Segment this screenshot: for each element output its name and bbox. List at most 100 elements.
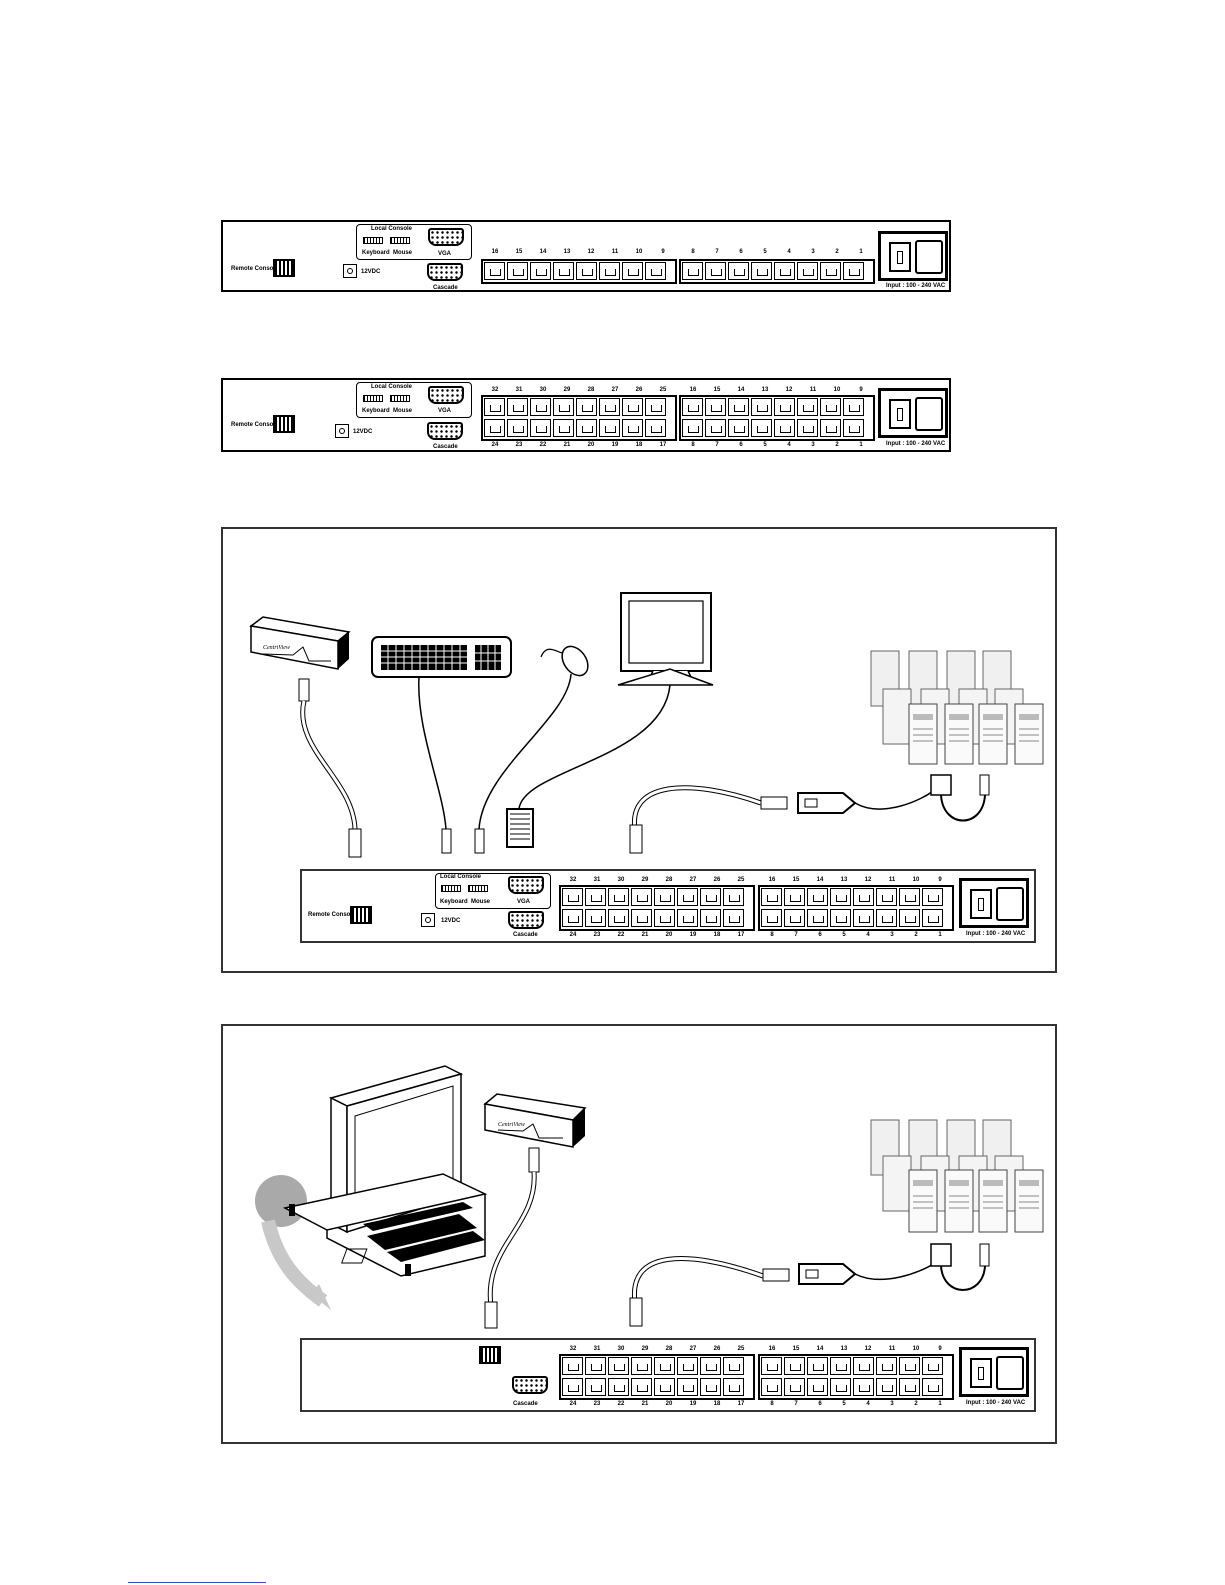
cascade-label: Cascade xyxy=(433,285,458,291)
kvm-32-port-panel-diagram1: Remote Console Local Console Keyboard Mo… xyxy=(300,869,1036,943)
vga-label: VGA xyxy=(517,899,531,905)
remote-console-label: Remote Console xyxy=(231,422,279,428)
cascade-port xyxy=(427,422,463,440)
server-stack-icon xyxy=(870,1119,1044,1233)
port-group-a xyxy=(559,1354,755,1400)
footer-rule xyxy=(128,1582,266,1583)
dc-label: 12VDC xyxy=(353,429,373,435)
local-console-box xyxy=(356,224,472,260)
cascade-port xyxy=(512,1376,548,1394)
ports-top-a xyxy=(484,398,666,416)
diagram1-drawing: CentriView xyxy=(249,592,1044,858)
vga-port xyxy=(428,228,464,246)
mouse-label: Mouse xyxy=(471,899,491,905)
ports-bottom-a xyxy=(562,909,744,927)
cascade-label: Cascade xyxy=(433,444,458,450)
dc-power-jack xyxy=(343,264,357,278)
vga-port xyxy=(428,386,464,404)
dc-power-jack xyxy=(335,424,349,438)
ac-inlet-icon xyxy=(996,1356,1024,1390)
mouse-port xyxy=(468,885,488,892)
keyboard-label: Keyboard xyxy=(362,250,390,256)
diagram2-drawing: CentriView xyxy=(255,1065,1044,1329)
ports-top-a xyxy=(562,888,744,906)
power-switch-icon xyxy=(970,1358,992,1388)
mouse-label: Mouse xyxy=(393,408,413,414)
port-group-b xyxy=(758,1354,954,1400)
monitor-icon xyxy=(506,592,714,848)
connection-diagram-local-console: CentriView xyxy=(221,527,1057,973)
dc-label: 12VDC xyxy=(441,918,461,924)
remote-console-label: Remote Console xyxy=(308,912,356,918)
port-group-b xyxy=(758,885,954,931)
kvm-32-port-rear-panel: Remote Console Local Console Keyboard Mo… xyxy=(221,378,951,452)
ac-inlet-icon xyxy=(915,240,943,274)
power-inlet xyxy=(878,231,948,281)
cpu-module-icon xyxy=(629,1243,990,1327)
ports-a xyxy=(484,262,666,280)
ports-top-b xyxy=(761,888,943,906)
keyboard-port xyxy=(441,885,461,892)
keyboard-label: Keyboard xyxy=(362,408,390,414)
mouse-icon xyxy=(474,645,589,854)
local-console-box xyxy=(356,382,472,418)
remote-console-port xyxy=(273,415,295,433)
ac-inlet-icon xyxy=(996,887,1024,921)
svg-text:CentriView: CentriView xyxy=(263,645,290,651)
local-console-label: Local Console xyxy=(371,384,413,390)
cascade-port xyxy=(427,263,463,281)
cascade-label: Cascade xyxy=(513,1401,538,1407)
local-console-box xyxy=(435,873,551,909)
mouse-label: Mouse xyxy=(393,250,413,256)
power-switch-icon xyxy=(889,399,911,429)
vga-label: VGA xyxy=(438,251,452,257)
port-group-a xyxy=(481,259,677,284)
ports-top-a xyxy=(562,1357,744,1375)
mouse-port xyxy=(390,395,410,402)
power-inlet xyxy=(959,1347,1029,1397)
remote-console-port xyxy=(273,259,295,277)
ports-top-b xyxy=(761,1357,943,1375)
ports-bottom-b xyxy=(761,1378,943,1396)
remote-console-port xyxy=(350,906,372,924)
keyboard-port xyxy=(363,237,383,244)
local-console-label: Local Console xyxy=(371,226,413,232)
remote-console-unit-icon: CentriView xyxy=(249,616,351,670)
power-switch-icon xyxy=(970,889,992,919)
cascade-port xyxy=(508,911,544,929)
port-group-b xyxy=(679,395,875,441)
svg-text:CentriView: CentriView xyxy=(498,1122,525,1128)
remote-console-cable xyxy=(298,678,362,858)
cpu-module-icon xyxy=(629,774,990,854)
power-switch-icon xyxy=(889,242,911,272)
ports-b xyxy=(682,262,864,280)
dc-power-jack xyxy=(421,913,435,927)
input-voltage-label: Input : 100 - 240 VAC xyxy=(886,441,946,447)
keyboard-port xyxy=(363,395,383,402)
connection-diagram-lcd-console: CentriView xyxy=(221,1024,1057,1444)
server-stack-icon xyxy=(870,650,1044,765)
cascade-label: Cascade xyxy=(513,932,538,938)
power-inlet xyxy=(959,878,1029,928)
local-console-label: Local Console xyxy=(440,874,482,880)
dc-label: 12VDC xyxy=(361,269,381,275)
vga-label: VGA xyxy=(438,408,452,414)
port-group-b xyxy=(679,259,875,284)
kvm-16-port-rear-panel: Remote Console Local Console Keyboard Mo… xyxy=(221,220,951,292)
ac-inlet-icon xyxy=(915,397,943,431)
keyboard-label: Keyboard xyxy=(440,899,468,905)
ports-bottom-a xyxy=(484,419,666,437)
